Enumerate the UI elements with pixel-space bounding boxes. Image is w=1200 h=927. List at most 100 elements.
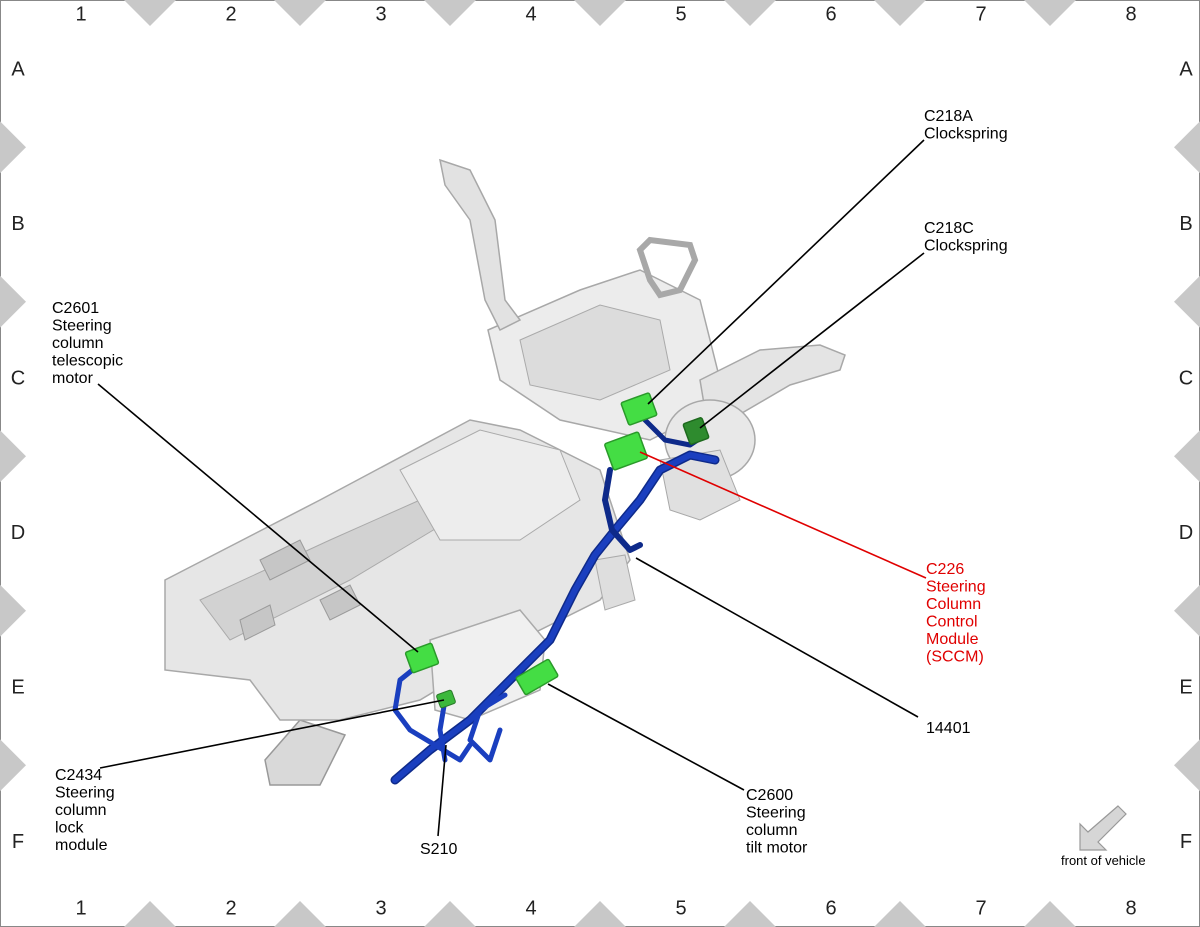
label-line: column	[55, 802, 107, 819]
grid-row-left-E: E	[11, 676, 24, 698]
grid-marker-right	[1174, 430, 1200, 483]
grid-marker-left	[0, 584, 26, 637]
harness-clip-bracket	[594, 554, 636, 611]
grid-marker-right	[1174, 275, 1200, 328]
bracket-holes	[239, 539, 361, 641]
grid-col-top-3: 3	[375, 3, 386, 25]
grid-marker-top	[1024, 0, 1076, 26]
turn-signal-stalk	[439, 158, 522, 332]
grid-marker-left	[0, 121, 26, 174]
grid-col-top-7: 7	[975, 3, 986, 25]
leader-c2601	[97, 383, 419, 653]
grid-row-right-E: E	[1179, 676, 1192, 698]
grid-marker-top	[124, 0, 176, 26]
leader-c2600	[547, 683, 745, 791]
label-line: C2434	[55, 767, 102, 784]
label-line: Clockspring	[924, 126, 1008, 143]
label-line: motor	[52, 370, 94, 387]
grid-row-left-C: C	[11, 367, 25, 389]
connector-c226	[604, 431, 648, 471]
label-line: C2601	[52, 300, 99, 317]
grid-marker-bottom	[1024, 901, 1076, 927]
label-line: Steering	[746, 805, 806, 822]
label-line: Module	[926, 631, 979, 648]
front-of-vehicle-label: front of vehicle	[1061, 853, 1146, 868]
grid-marker-bottom	[274, 901, 326, 927]
grid-col-bottom-4: 4	[525, 897, 536, 919]
grid-row-left-D: D	[11, 522, 25, 544]
label-line: column	[52, 335, 104, 352]
grid-col-top-2: 2	[225, 3, 236, 25]
tilt-motor-housing	[429, 609, 546, 721]
label-line: column	[746, 822, 798, 839]
grid-marker-top	[274, 0, 326, 26]
grid-marker-top	[574, 0, 626, 26]
grid-marker-right	[1174, 739, 1200, 792]
label-14401: 14401	[926, 720, 971, 737]
grid-col-bottom-7: 7	[975, 897, 986, 919]
grid-row-left-F: F	[12, 831, 24, 853]
label-line: C226	[926, 561, 964, 578]
harness-trunk	[392, 452, 718, 783]
grid-col-top-5: 5	[675, 3, 686, 25]
connector-c2601	[404, 642, 440, 674]
tilt-release-handle	[636, 236, 699, 299]
connector-c2600	[515, 658, 559, 696]
grid-marker-bottom	[424, 901, 476, 927]
grid-row-left-B: B	[11, 213, 24, 235]
switch-housing-face	[519, 304, 671, 401]
grid-col-top-6: 6	[825, 3, 836, 25]
label-line: Clockspring	[924, 238, 1008, 255]
grid-marker-left	[0, 739, 26, 792]
grid-marker-right	[1174, 121, 1200, 174]
label-line: telescopic	[52, 353, 123, 370]
grid-col-top-1: 1	[75, 3, 86, 25]
grid-marker-left	[0, 430, 26, 483]
grid-col-bottom-6: 6	[825, 897, 836, 919]
label-line: tilt motor	[746, 840, 808, 857]
wiring-harness-14401	[390, 417, 720, 785]
leader-lines	[97, 139, 927, 837]
grid-col-bottom-2: 2	[225, 897, 236, 919]
grid-col-bottom-5: 5	[675, 897, 686, 919]
leader-c2434	[99, 699, 445, 769]
leader-s210	[437, 744, 447, 837]
grid-row-right-A: A	[1179, 58, 1193, 80]
label-line: C2600	[746, 787, 793, 804]
grid-marker-bottom	[874, 901, 926, 927]
harness-branch-tilt	[467, 692, 508, 763]
grid-marker-top	[424, 0, 476, 26]
connectors	[404, 392, 710, 709]
label-line: Steering	[52, 318, 112, 335]
grid-col-bottom-8: 8	[1125, 897, 1136, 919]
connector-c218c	[682, 417, 710, 445]
label-line: C218A	[924, 108, 973, 125]
leader-c218c	[699, 252, 925, 429]
label-line: Column	[926, 596, 981, 613]
grid-row-right-C: C	[1179, 367, 1193, 389]
grid-marker-top	[874, 0, 926, 26]
sccm-module	[659, 449, 741, 521]
grid-row-right-D: D	[1179, 522, 1193, 544]
grid-marker-right	[1174, 584, 1200, 637]
label-line: Control	[926, 614, 978, 631]
grid-col-bottom-3: 3	[375, 897, 386, 919]
label-line: 14401	[926, 720, 971, 737]
label-line: Steering	[55, 785, 115, 802]
harness-branch-lock	[437, 697, 448, 763]
grid-col-bottom-1: 1	[75, 897, 86, 919]
grid-row-right-F: F	[1180, 831, 1192, 853]
grid-marker-left	[0, 275, 26, 328]
leader-c218a	[647, 139, 925, 405]
grid-row-right-B: B	[1179, 213, 1192, 235]
harness-branch-telescopic	[392, 657, 473, 763]
grid-row-left-A: A	[11, 58, 25, 80]
